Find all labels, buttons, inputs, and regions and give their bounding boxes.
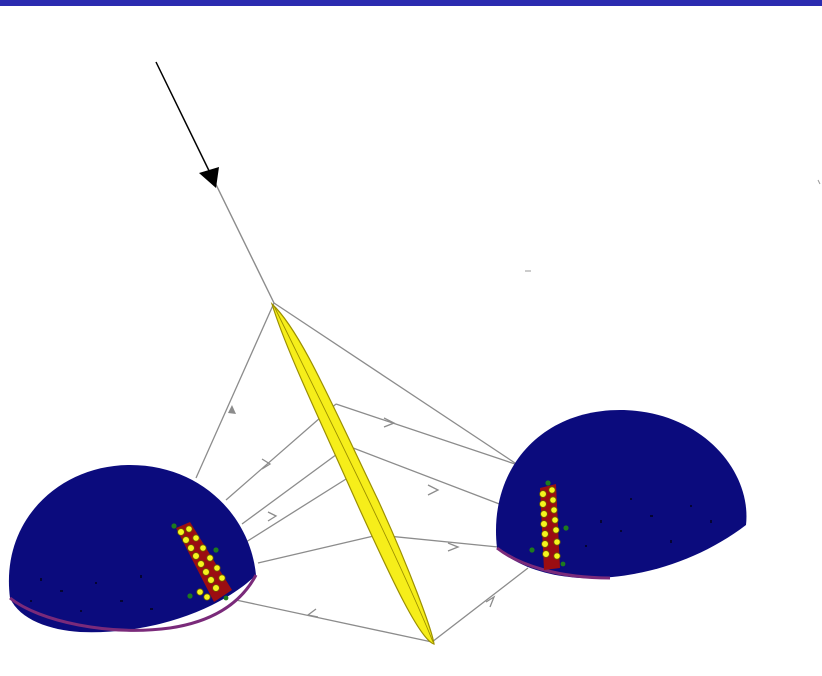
reflected-rays	[195, 302, 529, 643]
incident-ray	[155, 61, 275, 304]
left-streak	[171, 522, 232, 602]
arrowhead-icon	[199, 167, 219, 188]
top-bar	[0, 0, 822, 6]
right-hemisphere	[495, 410, 747, 580]
right-streak	[529, 480, 569, 570]
left-hemisphere	[8, 465, 258, 633]
mirror-plate	[270, 302, 435, 645]
stray-marks	[525, 179, 821, 272]
